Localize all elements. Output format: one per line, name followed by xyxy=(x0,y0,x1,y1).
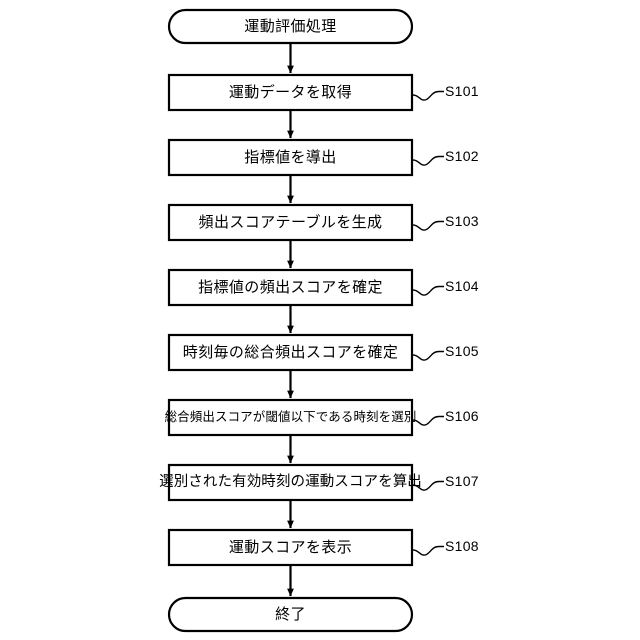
process-label-s106: 総合頻出スコアが閾値以下である時刻を選別 xyxy=(164,410,417,425)
process-label-s107: 選別された有効時刻の運動スコアを算出 xyxy=(159,474,422,491)
process-label-s105: 時刻毎の総合頻出スコアを確定 xyxy=(182,344,399,361)
step-ref-s102: S102 xyxy=(445,148,479,164)
leader-line-s103 xyxy=(412,220,444,231)
end-terminator-shape xyxy=(167,596,414,633)
process-label-s104: 指標値の頻出スコアを確定 xyxy=(198,279,383,296)
process-box-s106 xyxy=(167,398,414,437)
step-ref-s105: S105 xyxy=(445,343,479,359)
step-ref-s106: S106 xyxy=(445,408,479,424)
process-box-s103 xyxy=(167,203,414,242)
leader-line-s104 xyxy=(412,285,444,296)
leader-line-s106 xyxy=(412,415,444,426)
start-terminator-label: 運動評価処理 xyxy=(244,18,337,35)
process-box-s107 xyxy=(167,463,414,502)
step-ref-s103: S103 xyxy=(445,213,479,229)
process-label-s103: 頻出スコアテーブルを生成 xyxy=(198,214,383,231)
leader-line-s107 xyxy=(412,480,444,491)
leader-line-s105 xyxy=(412,350,444,361)
step-ref-s107: S107 xyxy=(445,473,479,489)
process-label-s108: 運動スコアを表示 xyxy=(228,539,353,556)
process-label-s102: 指標値を導出 xyxy=(244,149,337,166)
leader-line-s101 xyxy=(412,90,444,101)
process-box-s101 xyxy=(167,73,414,112)
process-box-s104 xyxy=(167,268,414,307)
leader-line-s108 xyxy=(412,545,444,556)
process-box-s108 xyxy=(167,528,414,567)
process-box-s102 xyxy=(167,138,414,177)
end-terminator-label: 終了 xyxy=(275,606,306,623)
step-ref-s104: S104 xyxy=(445,278,479,294)
leader-line-s102 xyxy=(412,155,444,166)
step-ref-s101: S101 xyxy=(445,83,479,99)
process-label-s101: 運動データを取得 xyxy=(228,84,353,101)
step-ref-s108: S108 xyxy=(445,538,479,554)
